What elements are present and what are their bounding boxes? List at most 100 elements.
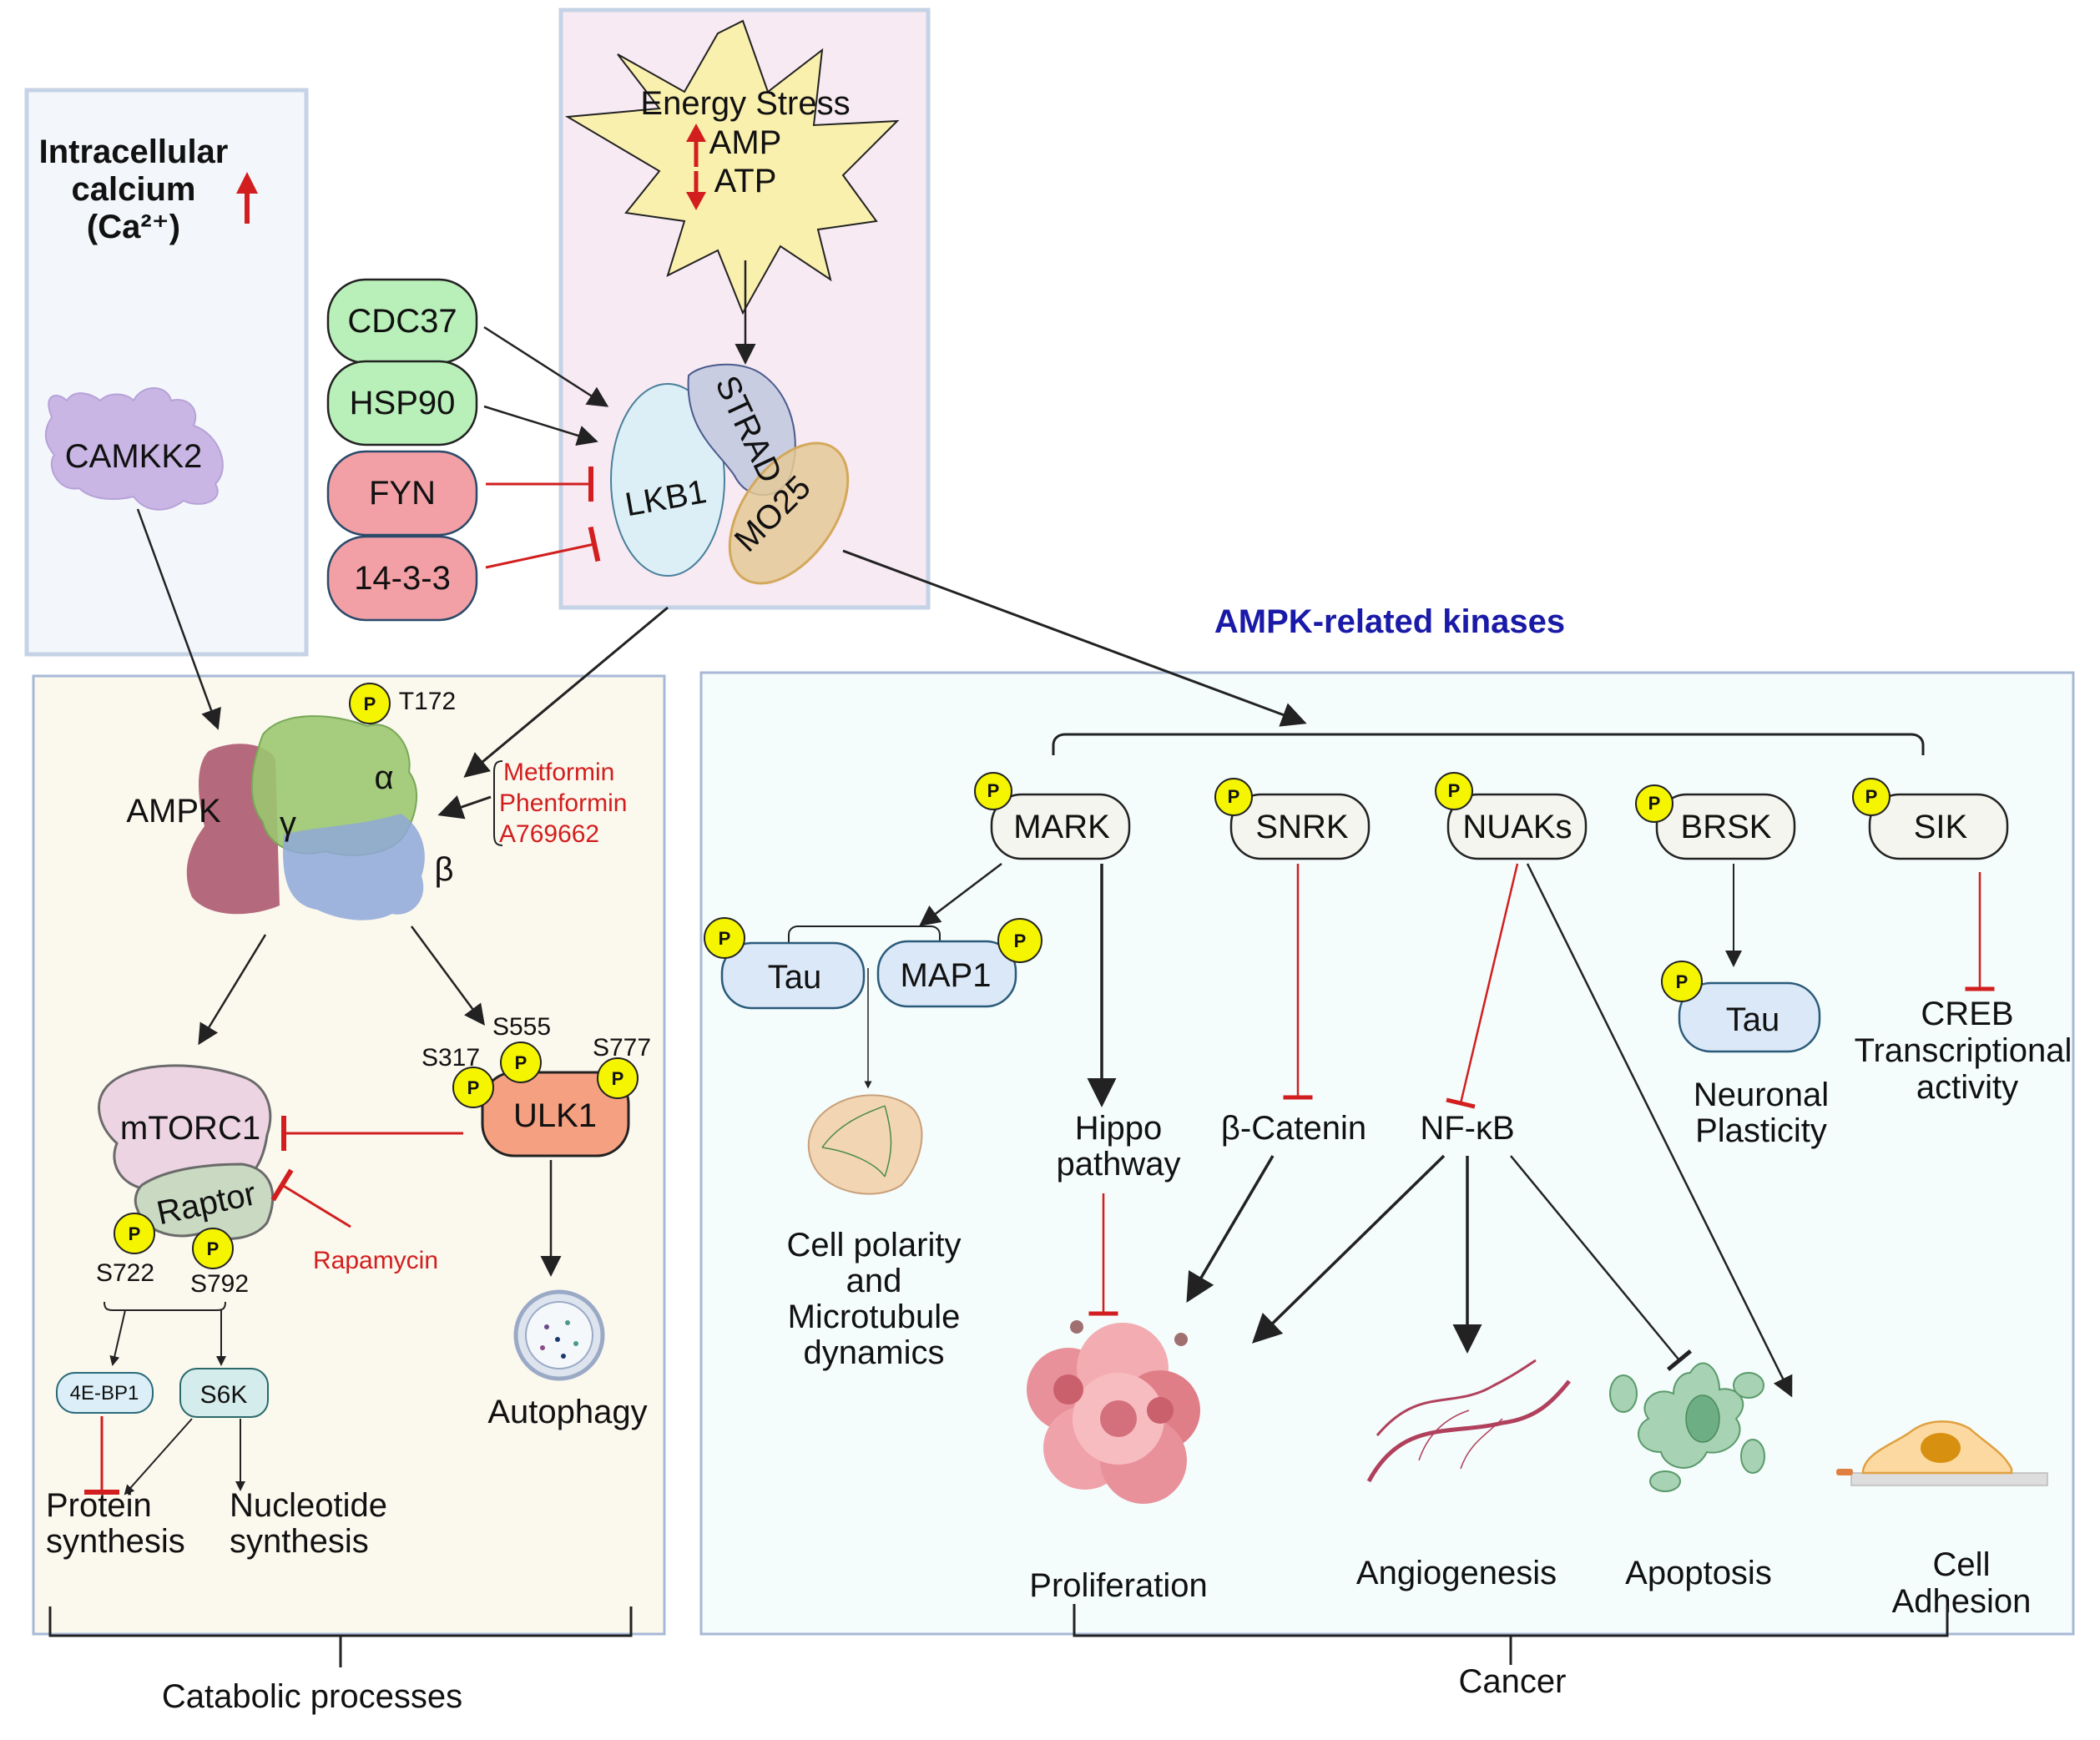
svg-text:SNRK: SNRK	[1255, 809, 1348, 845]
tau-protein-mark: Tau P	[704, 917, 866, 1010]
camkk2-to-ampk-arrow	[136, 508, 221, 730]
s555-site-label: S555	[492, 1013, 551, 1041]
s6k-protein: S6K	[179, 1368, 269, 1418]
protein-synthesis-line1: Protein	[46, 1487, 152, 1524]
calcium-title-line1: Intracellular	[39, 134, 229, 170]
s792-site-label: S792	[190, 1270, 249, 1298]
tau-protein-brsk: Tau P	[1661, 961, 1821, 1053]
svg-text:P: P	[719, 928, 731, 949]
kinase-brsk: BRSK P	[1635, 784, 1796, 860]
ampk-related-kinases-title: AMPK-related kinases	[1214, 603, 1565, 640]
ulk1-protein	[481, 1071, 630, 1157]
catabolic-bracket	[48, 1606, 633, 1667]
calcium-panel	[24, 88, 309, 657]
neuronal-plasticity-line2: Plasticity	[1695, 1112, 1827, 1149]
s317-site-label: S317	[422, 1044, 480, 1072]
nucleotide-synthesis-line1: Nucleotide	[230, 1487, 387, 1524]
svg-text:P: P	[364, 693, 376, 714]
polarity-line1: Cell polarity	[787, 1227, 962, 1263]
energy-stress-star	[564, 19, 900, 315]
14-3-3-inhibits-lkb1	[485, 526, 601, 569]
cancer-label: Cancer	[1459, 1663, 1567, 1700]
drug-bracket	[493, 760, 503, 846]
energy-stress-label: Energy Stress	[640, 85, 850, 122]
svg-text:FYN: FYN	[369, 475, 436, 512]
hippo-line1: Hippo	[1075, 1110, 1163, 1147]
protein-synthesis-line2: synthesis	[46, 1523, 185, 1560]
s722-site-label: S722	[96, 1259, 154, 1287]
beta-catenin-to-proliferation-arrow	[1186, 1155, 1275, 1304]
ulk1-label: ULK1	[513, 1097, 597, 1134]
ampk-beta-label: β	[434, 851, 453, 888]
ampk-label: AMPK	[126, 793, 221, 830]
nuaks-inhibits-nfkb	[1446, 863, 1519, 1109]
svg-text:P: P	[1865, 786, 1878, 807]
nfkb-label: NF-κB	[1420, 1110, 1514, 1147]
svg-text:P: P	[1448, 780, 1461, 801]
regulator-fyn: FYN	[326, 450, 478, 537]
lkb1-to-related-kinases-arrow	[842, 549, 1307, 727]
svg-text:MAP1: MAP1	[901, 957, 992, 994]
ampk-to-ulk1-arrow	[410, 925, 485, 1026]
mtorc1-label: mTORC1	[120, 1110, 260, 1147]
autophagy-label: Autophagy	[487, 1394, 647, 1430]
phospho-s777: P	[597, 1057, 639, 1099]
svg-text:Tau: Tau	[1726, 1001, 1780, 1038]
nuaks-to-adhesion-arrow	[1526, 863, 1793, 1398]
t172-site-label: T172	[399, 688, 456, 715]
beta-catenin-label: β-Catenin	[1221, 1110, 1366, 1147]
drug-phenformin: Phenformin	[499, 789, 627, 817]
kinases-bracket	[1052, 733, 1925, 755]
lkb1-complex	[610, 363, 850, 585]
amp-up-arrow-icon	[686, 124, 706, 167]
svg-text:P: P	[1648, 793, 1661, 814]
angiogenesis-label: Angiogenesis	[1356, 1555, 1557, 1591]
apoptosis-label: Apoptosis	[1625, 1555, 1772, 1591]
svg-text:14-3-3: 14-3-3	[354, 560, 451, 597]
regulator-14-3-3: 14-3-3	[326, 535, 478, 622]
kinase-mark: MARK P	[974, 772, 1131, 860]
raptor-sites-bracket	[103, 1301, 226, 1311]
svg-text:P: P	[1676, 971, 1689, 992]
ampk-gamma-label: γ	[280, 805, 296, 842]
svg-text:4E-BP1: 4E-BP1	[70, 1382, 139, 1405]
atp-label: ATP	[714, 163, 777, 199]
drug-a769662: A769662	[499, 820, 599, 848]
mitotic-cell-icon	[807, 1094, 923, 1195]
hsp90-activates-lkb1	[483, 405, 598, 446]
adhesion-cell-icon	[1836, 1420, 2048, 1486]
svg-text:NUAKs: NUAKs	[1462, 809, 1572, 845]
phospho-s317: P	[452, 1067, 494, 1108]
cdc37-activates-lkb1	[483, 325, 609, 407]
nfkb-to-proliferation-arrow	[1251, 1154, 1446, 1344]
angiogenesis-vessels-icon	[1366, 1359, 1571, 1483]
ampk-to-mtorc1-arrow	[198, 934, 267, 1046]
svg-text:HSP90: HSP90	[350, 385, 456, 421]
ampk-alpha-label: α	[374, 759, 393, 796]
creb-line1: CREB	[1921, 996, 2013, 1032]
polarity-line4: dynamics	[804, 1334, 945, 1371]
4ebp1-protein: 4E-BP1	[56, 1372, 154, 1414]
rapamycin-label: Rapamycin	[313, 1247, 438, 1274]
ampk-complex	[186, 715, 425, 920]
svg-text:BRSK: BRSK	[1681, 809, 1772, 845]
hippo-line2: pathway	[1057, 1146, 1181, 1183]
autophagosome-icon	[513, 1289, 605, 1381]
svg-text:P: P	[1228, 786, 1240, 807]
tau-map1-bracket	[788, 925, 941, 943]
creb-line2: Transcriptional	[1855, 1032, 2072, 1069]
drug-metformin: Metformin	[503, 759, 614, 786]
svg-text:P: P	[987, 780, 1000, 801]
camkk2-label: CAMKK2	[65, 438, 203, 475]
svg-text:SIK: SIK	[1914, 809, 1968, 845]
svg-text:P: P	[129, 1223, 141, 1244]
cancer-bracket	[1073, 1604, 1949, 1665]
kinase-sik: SIK P	[1852, 778, 2009, 860]
svg-text:CDC37: CDC37	[347, 303, 457, 340]
svg-text:P: P	[1014, 931, 1027, 951]
phospho-s722: P	[114, 1213, 155, 1254]
camkk2-protein: CAMKK2	[44, 387, 224, 511]
regulator-cdc37: CDC37	[326, 278, 478, 365]
svg-text:S6K: S6K	[200, 1381, 248, 1409]
